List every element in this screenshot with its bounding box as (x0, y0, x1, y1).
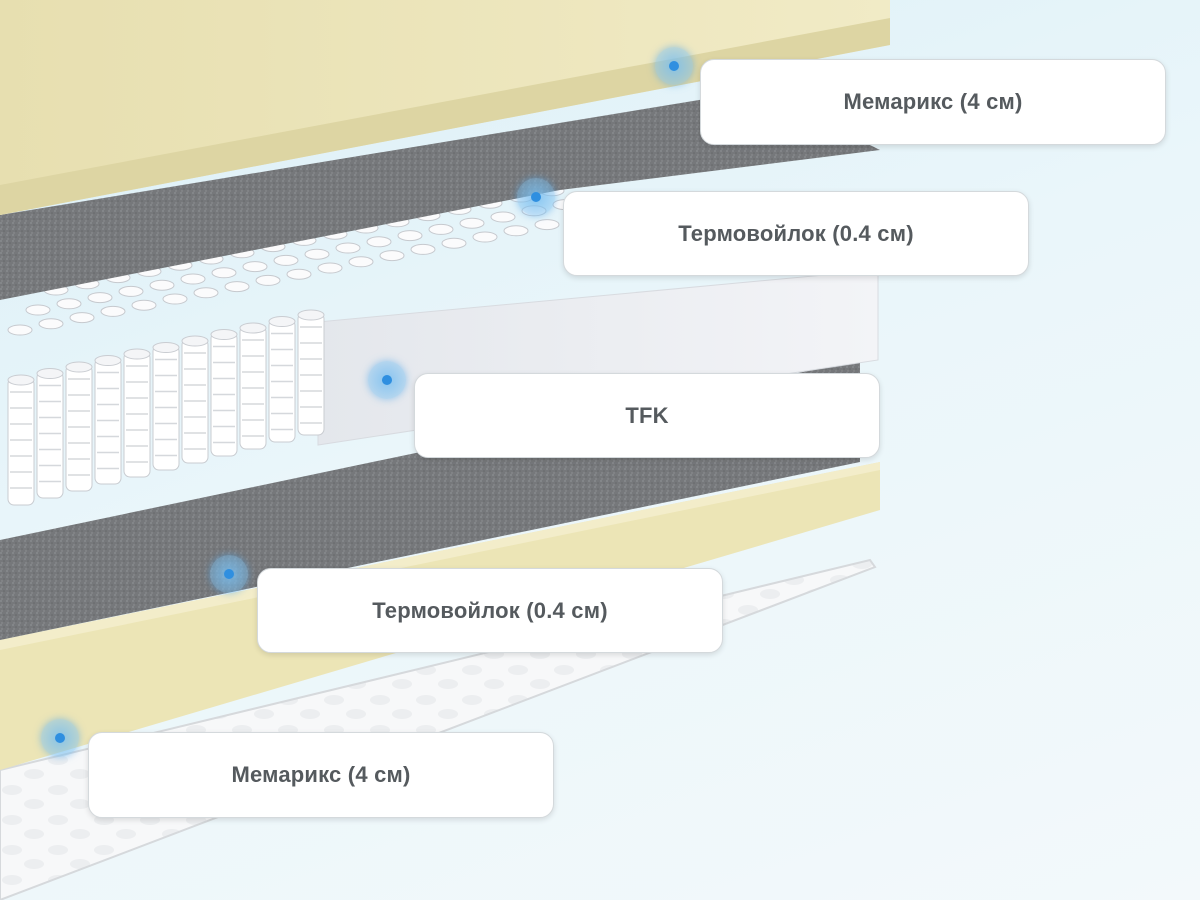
spring-top (211, 267, 237, 279)
spring-pocket (210, 329, 238, 457)
spring-top (459, 217, 485, 229)
spring-top (441, 237, 467, 249)
spring-pocket (268, 316, 296, 443)
spring-top (69, 312, 95, 324)
label-memorix-bottom: Мемарикс (4 см) (88, 732, 554, 818)
spring-top (131, 299, 157, 311)
spring-pocket (36, 368, 64, 499)
spring-top (317, 262, 343, 274)
spring-top (348, 256, 374, 268)
spring-top (255, 274, 281, 286)
spring-top (273, 254, 299, 266)
spring-top (286, 268, 312, 280)
spring-top (410, 243, 436, 255)
spring-top (180, 273, 206, 285)
label-felt-top: Термовойлок (0.4 см) (563, 191, 1029, 276)
spring-top (7, 324, 33, 336)
spring-top (162, 293, 188, 305)
spring-top (193, 287, 219, 299)
spring-top (534, 219, 560, 231)
spring-pocket (181, 335, 209, 464)
spring-pocket (152, 342, 180, 471)
spring-top (118, 285, 144, 297)
label-tfk: TFK (414, 373, 880, 458)
spring-pocket (297, 309, 325, 436)
spring-top (149, 279, 175, 291)
spring-top (304, 248, 330, 260)
spring-pocket (239, 322, 267, 450)
spring-pocket (65, 361, 93, 492)
spring-top (224, 281, 250, 293)
spring-top (87, 292, 113, 304)
spring-top (335, 242, 361, 254)
spring-top (379, 250, 405, 262)
spring-pocket (7, 374, 35, 506)
spring-top (100, 305, 126, 317)
label-felt-bottom: Термовойлок (0.4 см) (257, 568, 723, 653)
spring-top (242, 261, 268, 273)
marker-felt-top[interactable] (517, 178, 555, 216)
marker-tfk[interactable] (368, 361, 406, 399)
spring-pocket (123, 348, 151, 478)
felt-top-layer (0, 90, 880, 300)
spring-top (472, 231, 498, 243)
spring-pocket (94, 355, 122, 485)
marker-memorix-bottom[interactable] (41, 719, 79, 757)
spring-top (56, 298, 82, 310)
marker-memorix-top[interactable] (655, 47, 693, 85)
spring-top (428, 223, 454, 235)
spring-top (38, 318, 64, 330)
marker-felt-bottom[interactable] (210, 555, 248, 593)
spring-top (503, 225, 529, 237)
label-memorix-top: Мемарикс (4 см) (700, 59, 1166, 145)
spring-top (397, 230, 423, 242)
spring-top (366, 236, 392, 248)
spring-top (25, 304, 51, 316)
spring-top (490, 211, 516, 223)
